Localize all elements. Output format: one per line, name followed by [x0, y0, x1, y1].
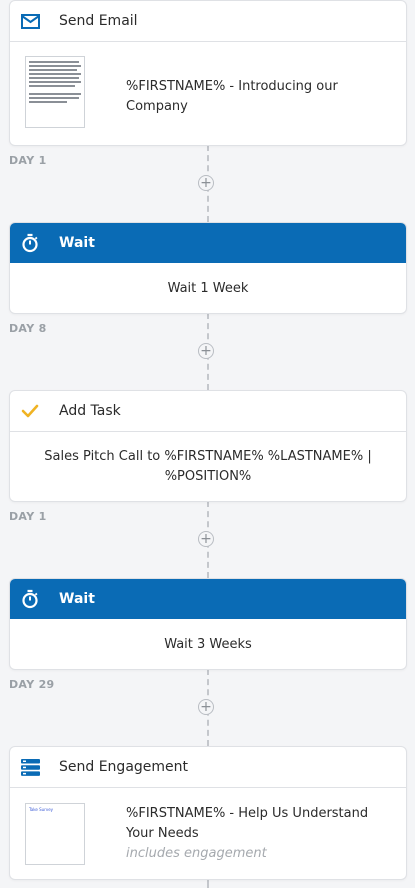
engagement-subject: %FIRSTNAME% - Help Us Understand Your Ne… [126, 804, 396, 864]
wait-step-card[interactable]: Wait Wait 1 Week [9, 222, 407, 314]
wait-step-header[interactable]: Wait [10, 223, 406, 263]
stopwatch-icon [20, 589, 40, 609]
send-engagement-step-header[interactable]: Send Engagement [10, 747, 406, 788]
email-subject: %FIRSTNAME% - Introducing our Company [126, 79, 338, 114]
send-email-step-header[interactable]: Send Email [10, 1, 406, 42]
add-task-step-header[interactable]: Add Task [10, 391, 406, 432]
engagement-preview-thumbnail[interactable]: Take Survey [25, 803, 85, 865]
day-label: DAY 1 [9, 510, 47, 523]
day-label: DAY 8 [9, 322, 47, 335]
add-step-button[interactable]: + [198, 343, 214, 359]
add-step-button[interactable]: + [198, 175, 214, 191]
email-preview-thumbnail[interactable] [25, 56, 85, 128]
wait-step-header[interactable]: Wait [10, 579, 406, 619]
add-task-step-card[interactable]: Add Task Sales Pitch Call to %FIRSTNAME%… [9, 390, 407, 502]
wait-duration: Wait 3 Weeks [164, 637, 252, 652]
day-label: DAY 1 [9, 154, 47, 167]
send-email-step-card[interactable]: Send Email %FIRSTNAME% - Introducing our… [9, 0, 407, 146]
stopwatch-icon [20, 233, 40, 253]
step-title: Wait [59, 235, 95, 251]
step-title: Send Engagement [59, 759, 189, 775]
wait-duration: Wait 1 Week [167, 281, 249, 296]
engagement-icon [20, 757, 40, 777]
envelope-icon [20, 11, 40, 31]
sequence-connector [207, 879, 209, 888]
engagement-subject-text: %FIRSTNAME% - Help Us Understand Your Ne… [126, 806, 369, 841]
day-label: DAY 29 [9, 678, 55, 691]
step-title: Send Email [59, 13, 138, 29]
send-engagement-step-card[interactable]: Send Engagement Take Survey %FIRSTNAME% … [9, 746, 407, 880]
includes-engagement-note: includes engagement [126, 846, 267, 861]
step-title: Wait [59, 591, 95, 607]
task-description: Sales Pitch Call to %FIRSTNAME% %LASTNAM… [44, 449, 372, 484]
add-step-button[interactable]: + [198, 699, 214, 715]
checkmark-icon [20, 401, 40, 421]
add-step-button[interactable]: + [198, 531, 214, 547]
wait-step-card[interactable]: Wait Wait 3 Weeks [9, 578, 407, 670]
step-title: Add Task [59, 403, 121, 419]
